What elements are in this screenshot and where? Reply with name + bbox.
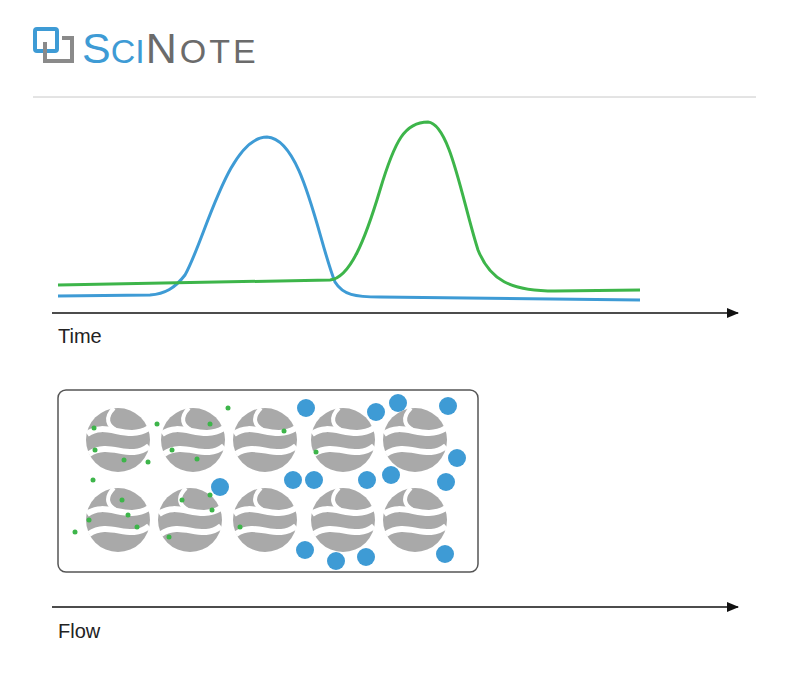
large-molecule <box>327 552 345 570</box>
analyte-dots <box>73 394 467 570</box>
small-molecule <box>122 458 127 463</box>
small-molecule <box>208 422 213 427</box>
small-molecule <box>91 478 96 483</box>
small-molecule <box>155 422 160 427</box>
porous-bead <box>161 408 225 472</box>
large-molecule <box>297 399 315 417</box>
small-molecule <box>282 429 287 434</box>
small-molecule <box>167 535 172 540</box>
flow-axis <box>52 606 738 608</box>
small-molecule <box>73 530 78 535</box>
axis-label: Time <box>58 326 102 346</box>
logo-text: NOTE <box>146 27 259 70</box>
large-molecule <box>389 394 407 412</box>
small-molecule <box>208 493 213 498</box>
axis-label: Flow <box>58 621 100 641</box>
small-molecule <box>238 525 243 530</box>
porous-bead <box>383 488 447 552</box>
large-molecule <box>437 473 455 491</box>
porous-bead <box>86 408 150 472</box>
particles <box>86 408 447 552</box>
large-molecule <box>367 403 385 421</box>
small-molecule <box>210 508 215 513</box>
logo-icon <box>35 29 72 61</box>
porous-bead <box>233 488 297 552</box>
green-peak <box>58 122 640 291</box>
large-molecule <box>439 397 457 415</box>
large-molecule <box>448 449 466 467</box>
small-molecule <box>314 450 319 455</box>
small-molecule <box>93 448 98 453</box>
small-molecule <box>226 406 231 411</box>
large-molecule <box>382 466 400 484</box>
small-molecule <box>120 498 125 503</box>
small-molecule <box>170 448 175 453</box>
large-molecule <box>211 478 229 496</box>
large-molecule <box>436 545 454 563</box>
time-axis <box>52 312 738 314</box>
column <box>58 390 478 572</box>
small-molecule <box>126 513 131 518</box>
porous-bead <box>383 408 447 472</box>
logo-square <box>45 38 72 61</box>
large-molecule <box>284 471 302 489</box>
porous-bead <box>86 488 150 552</box>
large-molecule <box>305 471 323 489</box>
small-molecule <box>87 518 92 523</box>
porous-bead <box>233 408 297 472</box>
blue-peak <box>58 137 640 300</box>
header-rule <box>33 97 756 98</box>
small-molecule <box>146 460 151 465</box>
small-molecule <box>135 525 140 530</box>
small-molecule <box>195 457 200 462</box>
large-molecule <box>296 541 314 559</box>
porous-bead <box>311 488 375 552</box>
large-molecule <box>358 471 376 489</box>
logo-text: SCI <box>82 27 145 70</box>
small-molecule <box>92 426 97 431</box>
small-molecule <box>180 498 185 503</box>
porous-bead <box>158 488 222 552</box>
porous-bead <box>311 408 375 472</box>
large-molecule <box>357 548 375 566</box>
